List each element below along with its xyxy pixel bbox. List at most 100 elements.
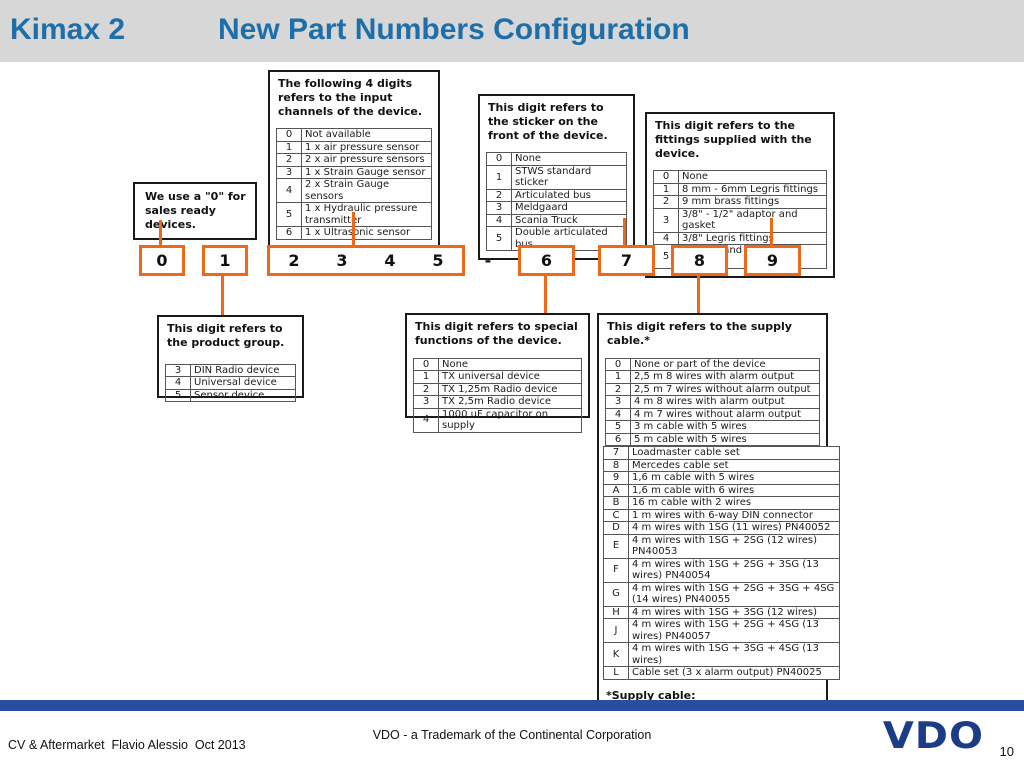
digit-code: 0 bbox=[605, 357, 631, 371]
digit-code: 7 bbox=[603, 446, 629, 460]
callout-title: The following 4 digits refers to the inp… bbox=[278, 77, 423, 118]
vdo-logo: VDO bbox=[882, 714, 984, 758]
digit-description: 3/8" - 1/2" adaptor and gasket bbox=[678, 207, 827, 233]
page-number: 10 bbox=[999, 744, 1014, 759]
digit-code: 5 bbox=[605, 420, 631, 434]
connector-line bbox=[770, 218, 773, 245]
digit-description: None bbox=[511, 152, 627, 166]
connector-line bbox=[697, 276, 700, 313]
digit-description: 4 m 7 wires without alarm output bbox=[630, 407, 820, 421]
digit-code: 1 bbox=[276, 140, 302, 155]
digit-description: 3/8" Legris fittings bbox=[678, 231, 827, 246]
digit-description: 1 x Hydraulic pressure transmitter bbox=[301, 202, 432, 228]
digit-description: 2 x Strain Gauge sensors bbox=[301, 178, 432, 204]
callout-title: This digit refers to the product group. bbox=[167, 322, 285, 349]
connector-line bbox=[352, 212, 355, 245]
digit-code: 4 bbox=[413, 407, 439, 433]
callout-text: We use a "0" for sales ready devices. bbox=[145, 190, 246, 231]
digit-code: 0 bbox=[486, 152, 512, 166]
digit-description: 1000 uF capacitor on supply bbox=[438, 407, 582, 433]
digit-code: 8 bbox=[603, 458, 629, 472]
digit-code: 5 bbox=[276, 202, 302, 228]
digit-code: 3 bbox=[486, 201, 512, 215]
digit-description: 1,6 m cable with 5 wires bbox=[628, 471, 840, 485]
digit-description: 8 mm - 6mm Legris fittings bbox=[678, 182, 827, 197]
digit-description: DIN Radio device bbox=[190, 363, 296, 377]
digit-description: 1 m wires with 6-way DIN connector bbox=[628, 508, 840, 522]
digit-code: 1 bbox=[486, 164, 512, 190]
digit-code: E bbox=[603, 533, 629, 559]
digit-code: F bbox=[603, 557, 629, 583]
digit-code: 4 bbox=[486, 213, 512, 228]
callout-special-functions: This digit refers to special functions o… bbox=[405, 313, 590, 433]
digit-code: 1 bbox=[653, 182, 679, 197]
digit-description: 9 mm brass fittings bbox=[678, 195, 827, 209]
digit-box-7: 7 bbox=[598, 245, 655, 276]
digit-description: 1,6 m cable with 6 wires bbox=[628, 483, 840, 497]
digit-description: TX 2,5m Radio device bbox=[438, 395, 582, 409]
digit-description: 4 m wires with 1SG + 2SG (12 wires) PN40… bbox=[628, 533, 840, 559]
digit-description: Cable set (3 x alarm output) PN40025 bbox=[628, 666, 840, 680]
digit-code: 9 bbox=[603, 471, 629, 485]
digit-description: 16 m cable with 2 wires bbox=[628, 496, 840, 510]
digit-code: 5 bbox=[486, 226, 512, 252]
digit-code: 2 bbox=[486, 188, 512, 203]
callout-product-group: This digit refers to the product group. … bbox=[157, 315, 304, 402]
digit-description: TX universal device bbox=[438, 370, 582, 384]
callout-title: This digit refers to the sticker on the … bbox=[488, 101, 608, 142]
digit-description: 2 x air pressure sensors bbox=[301, 153, 432, 167]
digit-code: D bbox=[603, 521, 629, 535]
digit-description: Meldgaard bbox=[511, 201, 627, 215]
digit-code: 6 bbox=[605, 432, 631, 446]
digit-code: L bbox=[603, 666, 629, 680]
digit-code: 4 bbox=[605, 407, 631, 421]
digit-description: None or part of the device bbox=[630, 357, 820, 371]
digit-code: J bbox=[603, 618, 629, 643]
callout-supply-cable: This digit refers to the supply cable.* … bbox=[597, 313, 840, 752]
digit-code: 6 bbox=[276, 226, 302, 240]
digit-description: 2,5 m 8 wires with alarm output bbox=[630, 370, 820, 384]
digit-code: K bbox=[603, 642, 629, 667]
digit-code: 5 bbox=[165, 388, 191, 402]
digit-box-2345: 2 3 4 5 bbox=[267, 245, 465, 276]
digit-description: TX 1,25m Radio device bbox=[438, 382, 582, 396]
digit-code: G bbox=[603, 581, 629, 607]
digit-code: C bbox=[603, 508, 629, 522]
connector-line bbox=[623, 218, 626, 245]
digit-box-8: 8 bbox=[671, 245, 728, 276]
digit-description: Articulated bus bbox=[511, 188, 627, 203]
digit-code: 0 bbox=[653, 170, 679, 184]
digit-box-1: 1 bbox=[202, 245, 248, 276]
digit-description: STWS standard sticker bbox=[511, 164, 627, 190]
callout-input-channels: The following 4 digits refers to the inp… bbox=[268, 70, 440, 249]
